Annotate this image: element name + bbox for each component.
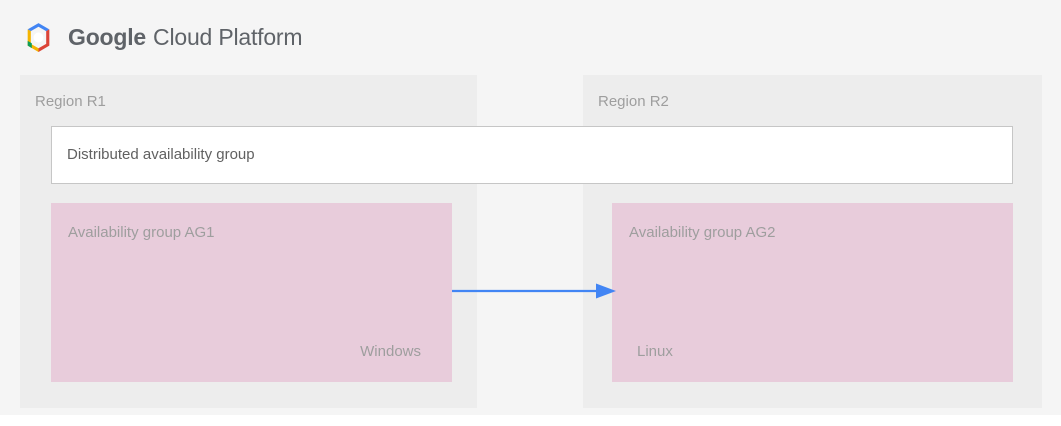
availability-group-title-ag2: Availability group AG2 — [629, 224, 776, 241]
availability-group-box-ag2: Availability group AG2 Linux — [612, 203, 1013, 382]
availability-group-os-ag2: Linux — [637, 343, 673, 360]
brand-name-cloud-platform: Cloud Platform — [153, 24, 303, 50]
page-header: Google Cloud Platform — [0, 0, 1061, 75]
availability-group-box-ag1: Availability group AG1 Windows — [51, 203, 452, 382]
brand-title: Google Cloud Platform — [68, 24, 303, 51]
google-cloud-platform-logo-icon — [27, 23, 50, 52]
region-label-r1: Region R1 — [35, 93, 106, 110]
availability-group-title-ag1: Availability group AG1 — [68, 224, 215, 241]
availability-group-os-ag1: Windows — [360, 343, 421, 360]
brand-name-google: Google — [68, 24, 147, 50]
distributed-availability-group-box: Distributed availability group — [51, 126, 1013, 184]
replication-arrow-right-icon — [452, 283, 616, 299]
distributed-availability-group-label: Distributed availability group — [67, 146, 255, 163]
region-label-r2: Region R2 — [598, 93, 669, 110]
